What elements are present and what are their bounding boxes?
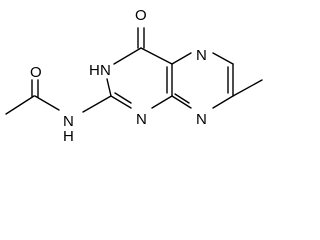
bond-c8a-n8 [151, 95, 173, 109]
atom-label-ring-nh: N [100, 62, 111, 79]
bond-n8-c8a-inner [174, 93, 190, 104]
bond-lines [5, 27, 263, 115]
bond-n1-c2-b [114, 92, 132, 104]
bond-c7-methyl [232, 79, 263, 97]
atom-label-amide-nh-h: H [63, 128, 74, 145]
bond-methyl-acetyl [5, 95, 35, 115]
bond-c4a-n5 [171, 52, 192, 65]
atom-label-pyrazine-n-bottom: N [196, 111, 207, 128]
atom-label-pyrazine-n-top: N [196, 47, 207, 64]
bond-n5-c6 [212, 52, 234, 65]
atom-label-amide-oxygen: O [30, 64, 42, 81]
bond-n1-c2-a [110, 95, 132, 109]
atom-labels: O H N N O N H N N [30, 7, 207, 145]
bond-c4-c4a [140, 47, 173, 65]
atom-label-ring-nh-h: H [89, 62, 100, 79]
bond-acetyl-nh [34, 95, 60, 111]
bond-c7-n8 [212, 95, 234, 109]
bond-n8-c8a [171, 95, 192, 109]
atom-label-pyrimidine-n-bottom: N [136, 111, 147, 128]
molecule-structure: O H N N O N H N N [5, 7, 263, 145]
atom-label-carbonyl-oxygen: O [135, 7, 147, 24]
bond-nh-c2 [82, 95, 112, 113]
atom-label-amide-nh: N [63, 113, 74, 130]
bond-c2-n3 [106, 78, 112, 97]
bond-n3-c4 [113, 47, 142, 65]
